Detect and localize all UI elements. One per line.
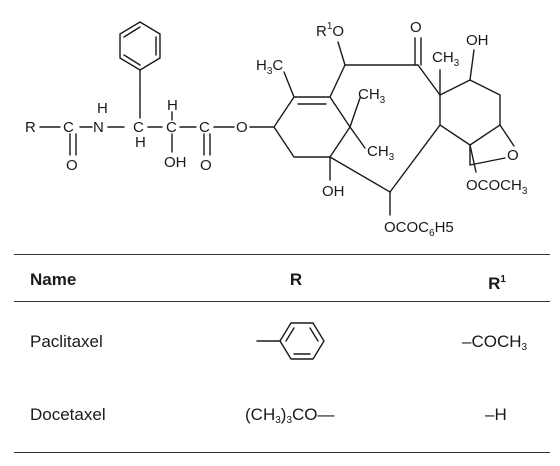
ketone-oxygen: O	[410, 19, 422, 36]
beta-carbon: C	[166, 119, 177, 136]
row-r1-docetaxel: –H	[485, 405, 507, 424]
r-group-label: R	[25, 119, 36, 136]
row-name-docetaxel: Docetaxel	[30, 405, 106, 424]
header-rule	[14, 301, 550, 302]
row-r1-paclitaxel: –COCH3	[462, 332, 528, 353]
row-name-paclitaxel: Paclitaxel	[30, 332, 103, 351]
amide-carbon: C	[63, 119, 74, 136]
amide-hydrogen: H	[97, 100, 108, 117]
header-r: R	[289, 270, 303, 289]
phenyl-ring-icon	[119, 21, 161, 90]
oxetane-oxygen: O	[507, 147, 519, 164]
phenyl-ring-icon	[256, 322, 325, 360]
hydroxyl-carbon-hydrogen: H	[167, 97, 178, 114]
ring-hydroxyl-top: OH	[466, 32, 489, 49]
amide-nitrogen: N	[93, 119, 104, 136]
header-r1: R1	[488, 274, 506, 293]
ester-carbonyl-oxygen: O	[200, 157, 212, 174]
methyl-label-a: CH3	[358, 86, 386, 106]
methyl-label-c: CH3	[432, 49, 460, 69]
benzoate-label: OCOC6H5	[384, 219, 454, 239]
table-bottom-rule	[14, 452, 550, 453]
amide-oxygen: O	[66, 157, 78, 174]
table-top-rule	[14, 254, 550, 255]
taxane-core: H3C R1O O CH3 CH3 OH OCOC6H5 CH3 OH O	[256, 19, 528, 239]
methyl-label-b: CH3	[367, 143, 395, 163]
acetate-label: OCOCH3	[466, 177, 528, 197]
r1-oxygen-label: R1O	[316, 21, 344, 40]
side-chain: R O N H H H OH O O C C C C	[25, 88, 275, 174]
bridgehead-hydroxyl: OH	[322, 183, 345, 200]
ester-link-oxygen: O	[236, 119, 248, 136]
ester-carbon: C	[199, 119, 210, 136]
methyl-label-h3c: H3C	[256, 57, 283, 77]
alpha-carbon: C	[133, 119, 144, 136]
header-name: Name	[30, 270, 77, 289]
alpha-hydrogen: H	[135, 134, 146, 151]
side-chain-hydroxyl: OH	[164, 154, 187, 171]
row-r-docetaxel: (CH3)3CO—	[245, 405, 335, 426]
taxane-structure-diagram: R O N H H H OH O O C C C C	[25, 19, 528, 239]
